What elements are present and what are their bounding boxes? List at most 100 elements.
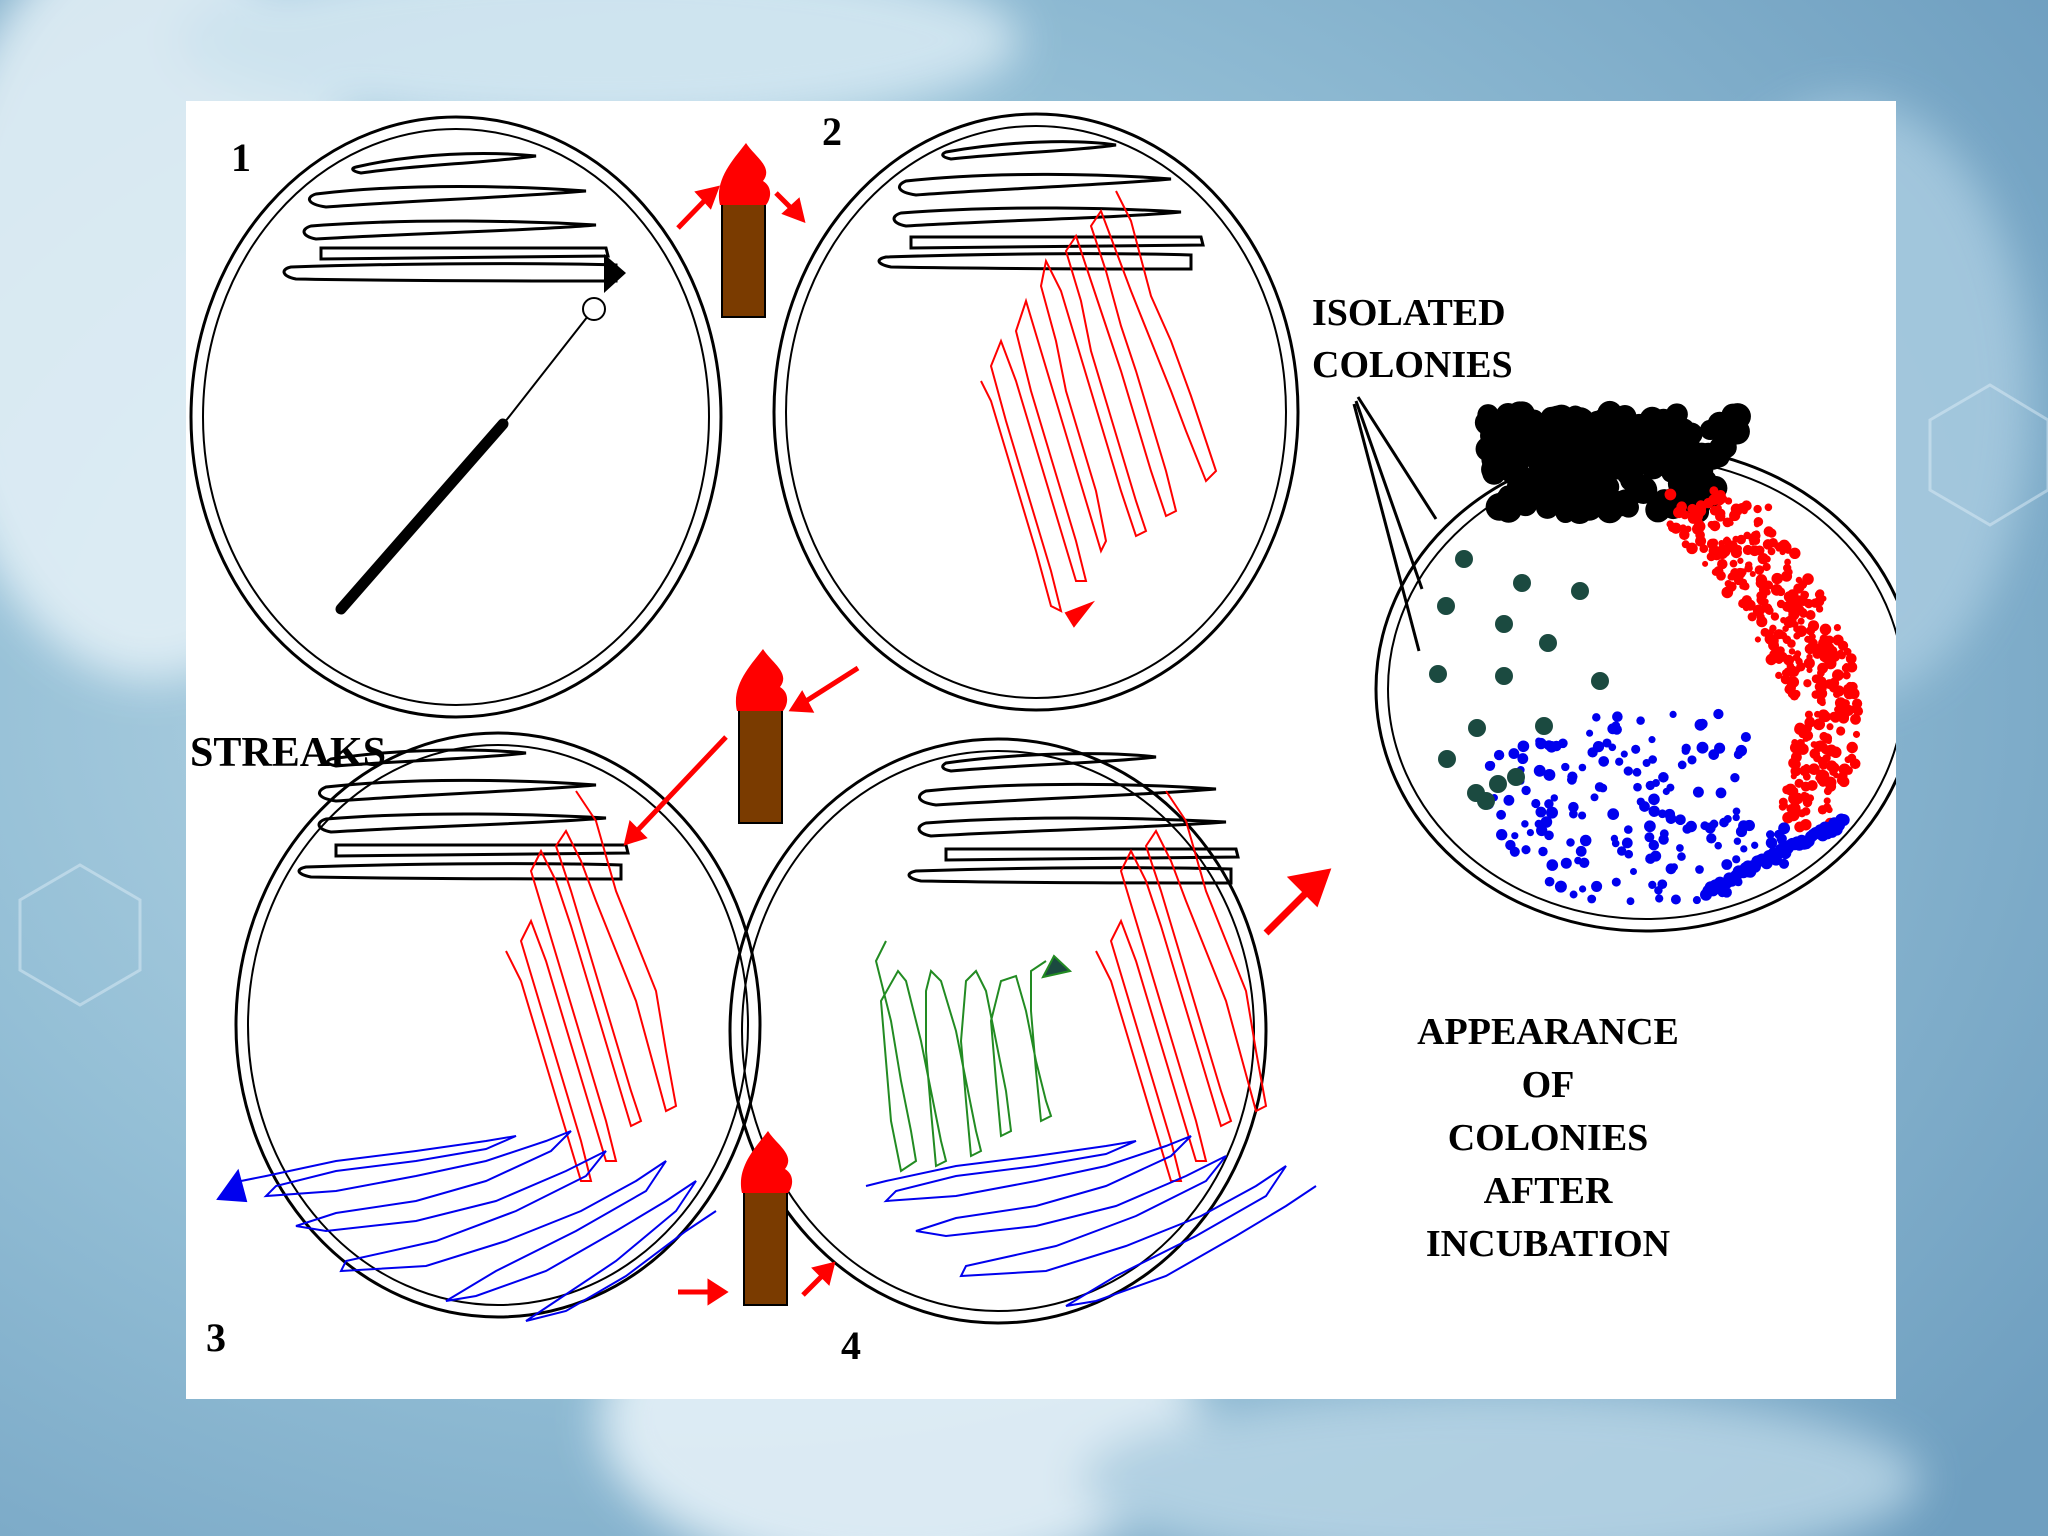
colony-dot	[1730, 503, 1742, 515]
colony-dot	[1641, 455, 1666, 480]
colony-dot	[1794, 778, 1804, 788]
colony-dot	[1575, 845, 1587, 857]
colony-dot	[1840, 712, 1850, 721]
colony-dot	[1667, 426, 1696, 455]
colony-dot	[1841, 699, 1850, 708]
colony-dot	[1602, 738, 1612, 748]
colony-dot	[1822, 629, 1829, 636]
colony-dot	[1554, 880, 1567, 893]
colony-dot	[1621, 837, 1633, 849]
colony-dot	[1692, 786, 1704, 798]
colony-dot	[1824, 657, 1837, 670]
colony-dot	[1762, 603, 1773, 614]
colony-dot	[1833, 623, 1842, 632]
colony-dot	[1719, 817, 1729, 828]
plate-4-inner-rim	[741, 750, 1255, 1312]
colony-dot	[1825, 635, 1835, 645]
colony-dot	[1741, 507, 1748, 515]
colony-dot	[1849, 758, 1861, 770]
colony-dot	[1629, 867, 1638, 876]
colony-dot	[1751, 841, 1759, 849]
streak-plate-diagram: 1 2	[189, 109, 1896, 1368]
colony-dot	[1617, 846, 1627, 856]
colony-dot	[1517, 740, 1530, 753]
colony-dot	[1611, 839, 1620, 848]
colony-dot	[1783, 591, 1795, 603]
streaks-label: STREAKS	[190, 730, 387, 776]
colony-dot	[1797, 743, 1809, 755]
colony-dot	[1805, 610, 1816, 620]
colony-dot	[1587, 747, 1598, 758]
colony-dot	[1791, 759, 1801, 770]
red-arrow-icon	[623, 735, 728, 846]
colony-dot	[1737, 557, 1744, 564]
plate-1-streak-black	[282, 152, 618, 283]
colony-dot	[1639, 801, 1650, 812]
colony-dot	[1735, 570, 1744, 580]
plate-4-streak-blue	[865, 1135, 1317, 1307]
colony-dot	[1677, 852, 1686, 861]
colony-dot	[1546, 806, 1558, 819]
colony-dot	[1796, 662, 1806, 672]
colony-dot	[1687, 503, 1698, 514]
colony-dot	[1798, 608, 1808, 617]
colony-dot	[1782, 601, 1793, 612]
colony-dot	[1543, 768, 1556, 781]
colony-dot	[1844, 756, 1852, 764]
colony-dot	[1526, 828, 1535, 837]
colony-dot	[1521, 845, 1531, 855]
colony-dot	[1648, 805, 1660, 817]
colony-dot	[1695, 500, 1707, 511]
colony-dot	[1657, 879, 1668, 890]
colony-dot	[1825, 737, 1832, 745]
colony-dot	[1584, 480, 1611, 507]
colony-dot	[1521, 820, 1529, 828]
colony-dot	[1784, 558, 1791, 566]
colony-dot	[1783, 667, 1792, 675]
colony-dot	[1645, 496, 1671, 523]
colony-dot	[1429, 665, 1447, 683]
colony-dot	[1713, 708, 1724, 720]
colony-dot	[1535, 806, 1547, 818]
colony-dot	[1826, 723, 1834, 731]
colony-dot	[1695, 865, 1704, 874]
colony-dot	[1721, 859, 1733, 870]
colony-dot	[1567, 774, 1577, 785]
colony-dot	[1496, 829, 1508, 841]
colony-dot	[1530, 464, 1552, 486]
result-plate	[1352, 396, 1896, 933]
colony-dot	[1702, 560, 1709, 567]
colony-dot	[1789, 667, 1800, 677]
colony-dot	[1536, 824, 1548, 837]
colony-dot	[1767, 547, 1776, 556]
colony-dot	[1754, 636, 1761, 643]
colony-dot	[1607, 808, 1620, 820]
colony-dot	[1697, 718, 1708, 730]
colony-dot	[1730, 773, 1740, 783]
colony-dot	[1817, 720, 1825, 729]
colony-dot	[1533, 764, 1546, 777]
colony-dot	[1503, 794, 1515, 806]
plate-2-outer-rim	[772, 112, 1300, 712]
colony-dot	[1803, 679, 1812, 688]
colony-dot	[1767, 528, 1777, 538]
colony-dot	[1788, 609, 1800, 621]
colony-dot	[1805, 716, 1815, 726]
colony-dot	[1739, 582, 1747, 590]
colony-dot	[1566, 838, 1575, 847]
colony-dot	[1790, 751, 1802, 763]
colony-dot	[1828, 677, 1840, 689]
colony-dot	[1644, 832, 1655, 843]
colony-dot	[1676, 844, 1684, 852]
colony-dot	[1790, 797, 1800, 807]
colony-dot	[1852, 730, 1861, 738]
colony-dot	[1783, 654, 1795, 666]
red-arrow-icon	[676, 185, 720, 230]
colony-dot	[1753, 516, 1764, 527]
colony-dot	[1569, 809, 1578, 819]
red-arrow-icon	[788, 665, 860, 713]
colony-dot	[1715, 787, 1727, 799]
colony-dot	[1692, 896, 1701, 905]
colony-dot	[1591, 672, 1609, 690]
colony-dot	[1757, 597, 1765, 606]
